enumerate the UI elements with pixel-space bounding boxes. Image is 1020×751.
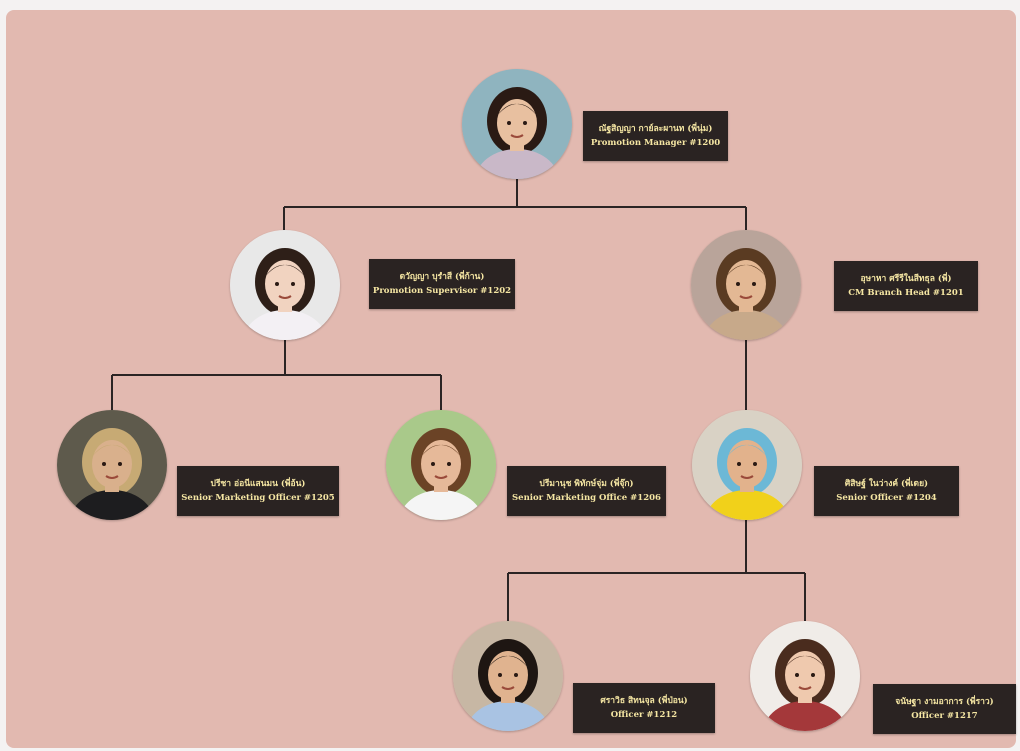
person-label-box: ศราวิธ สิทนจุล (พี่ป่อน) Officer #1212 <box>573 683 715 733</box>
portrait-image <box>453 621 563 731</box>
portrait-image <box>692 410 802 520</box>
person-name: จนัษฐา งามอาการ (พี่ราว) <box>895 697 994 707</box>
person-role: Senior Marketing Officer #1205 <box>181 493 335 503</box>
person-photo <box>462 69 572 179</box>
org-chart-canvas: ณัฐสิญญา กาย์ละผานท (พี่นุ่ม) Promotion M… <box>6 10 1016 748</box>
person-name: ศราวิธ สิทนจุล (พี่ป่อน) <box>600 696 688 706</box>
portrait-image <box>230 230 340 340</box>
person-photo <box>692 410 802 520</box>
person-label-box: จนัษฐา งามอาการ (พี่ราว) Officer #1217 <box>873 684 1016 734</box>
person-photo <box>386 410 496 520</box>
person-photo <box>57 410 167 520</box>
connector-lines <box>111 179 806 621</box>
person-label-box: อุษาหา ศรีรีในสีทธุล (พี่) CM Branch Head… <box>834 261 978 311</box>
person-photo <box>453 621 563 731</box>
person-role: Officer #1212 <box>610 710 678 720</box>
person-name: ปรีชา อ่อนีแสนมน (พี่อ้น) <box>210 479 306 489</box>
person-label-box: ปรีชา อ่อนีแสนมน (พี่อ้น) Senior Marketin… <box>177 466 339 516</box>
person-photo <box>691 230 801 340</box>
person-label-box: ศิสิษฐ์ ในว่างค์ (พี่เดย) Senior Officer … <box>814 466 959 516</box>
person-role: Promotion Manager #1200 <box>590 138 721 148</box>
person-role: Senior Marketing Office #1206 <box>512 493 661 503</box>
person-photo <box>750 621 860 731</box>
portrait-image <box>691 230 801 340</box>
portrait-image <box>462 69 572 179</box>
person-photo <box>230 230 340 340</box>
portrait-image <box>750 621 860 731</box>
person-label-box: ดวัญญา บุรำสี (พี่ก้าน) Promotion Supervi… <box>369 259 515 309</box>
person-name: ดวัญญา บุรำสี (พี่ก้าน) <box>399 272 485 282</box>
person-name: ปรีมานุช พิทักษ์จุ่ม (พี่จุ๊ก) <box>539 479 634 489</box>
portrait-image <box>57 410 167 520</box>
person-role: Officer #1217 <box>911 711 978 721</box>
person-label-box: ปรีมานุช พิทักษ์จุ่ม (พี่จุ๊ก) Senior Mar… <box>507 466 666 516</box>
person-name: ณัฐสิญญา กาย์ละผานท (พี่นุ่ม) <box>598 124 713 134</box>
person-role: CM Branch Head #1201 <box>848 288 964 298</box>
person-role: Promotion Supervisor #1202 <box>372 286 512 296</box>
person-name: อุษาหา ศรีรีในสีทธุล (พี่) <box>860 274 952 284</box>
portrait-image <box>386 410 496 520</box>
person-name: ศิสิษฐ์ ในว่างค์ (พี่เดย) <box>844 479 929 489</box>
person-role: Senior Officer #1204 <box>836 493 937 503</box>
person-label-box: ณัฐสิญญา กาย์ละผานท (พี่นุ่ม) Promotion M… <box>583 111 728 161</box>
